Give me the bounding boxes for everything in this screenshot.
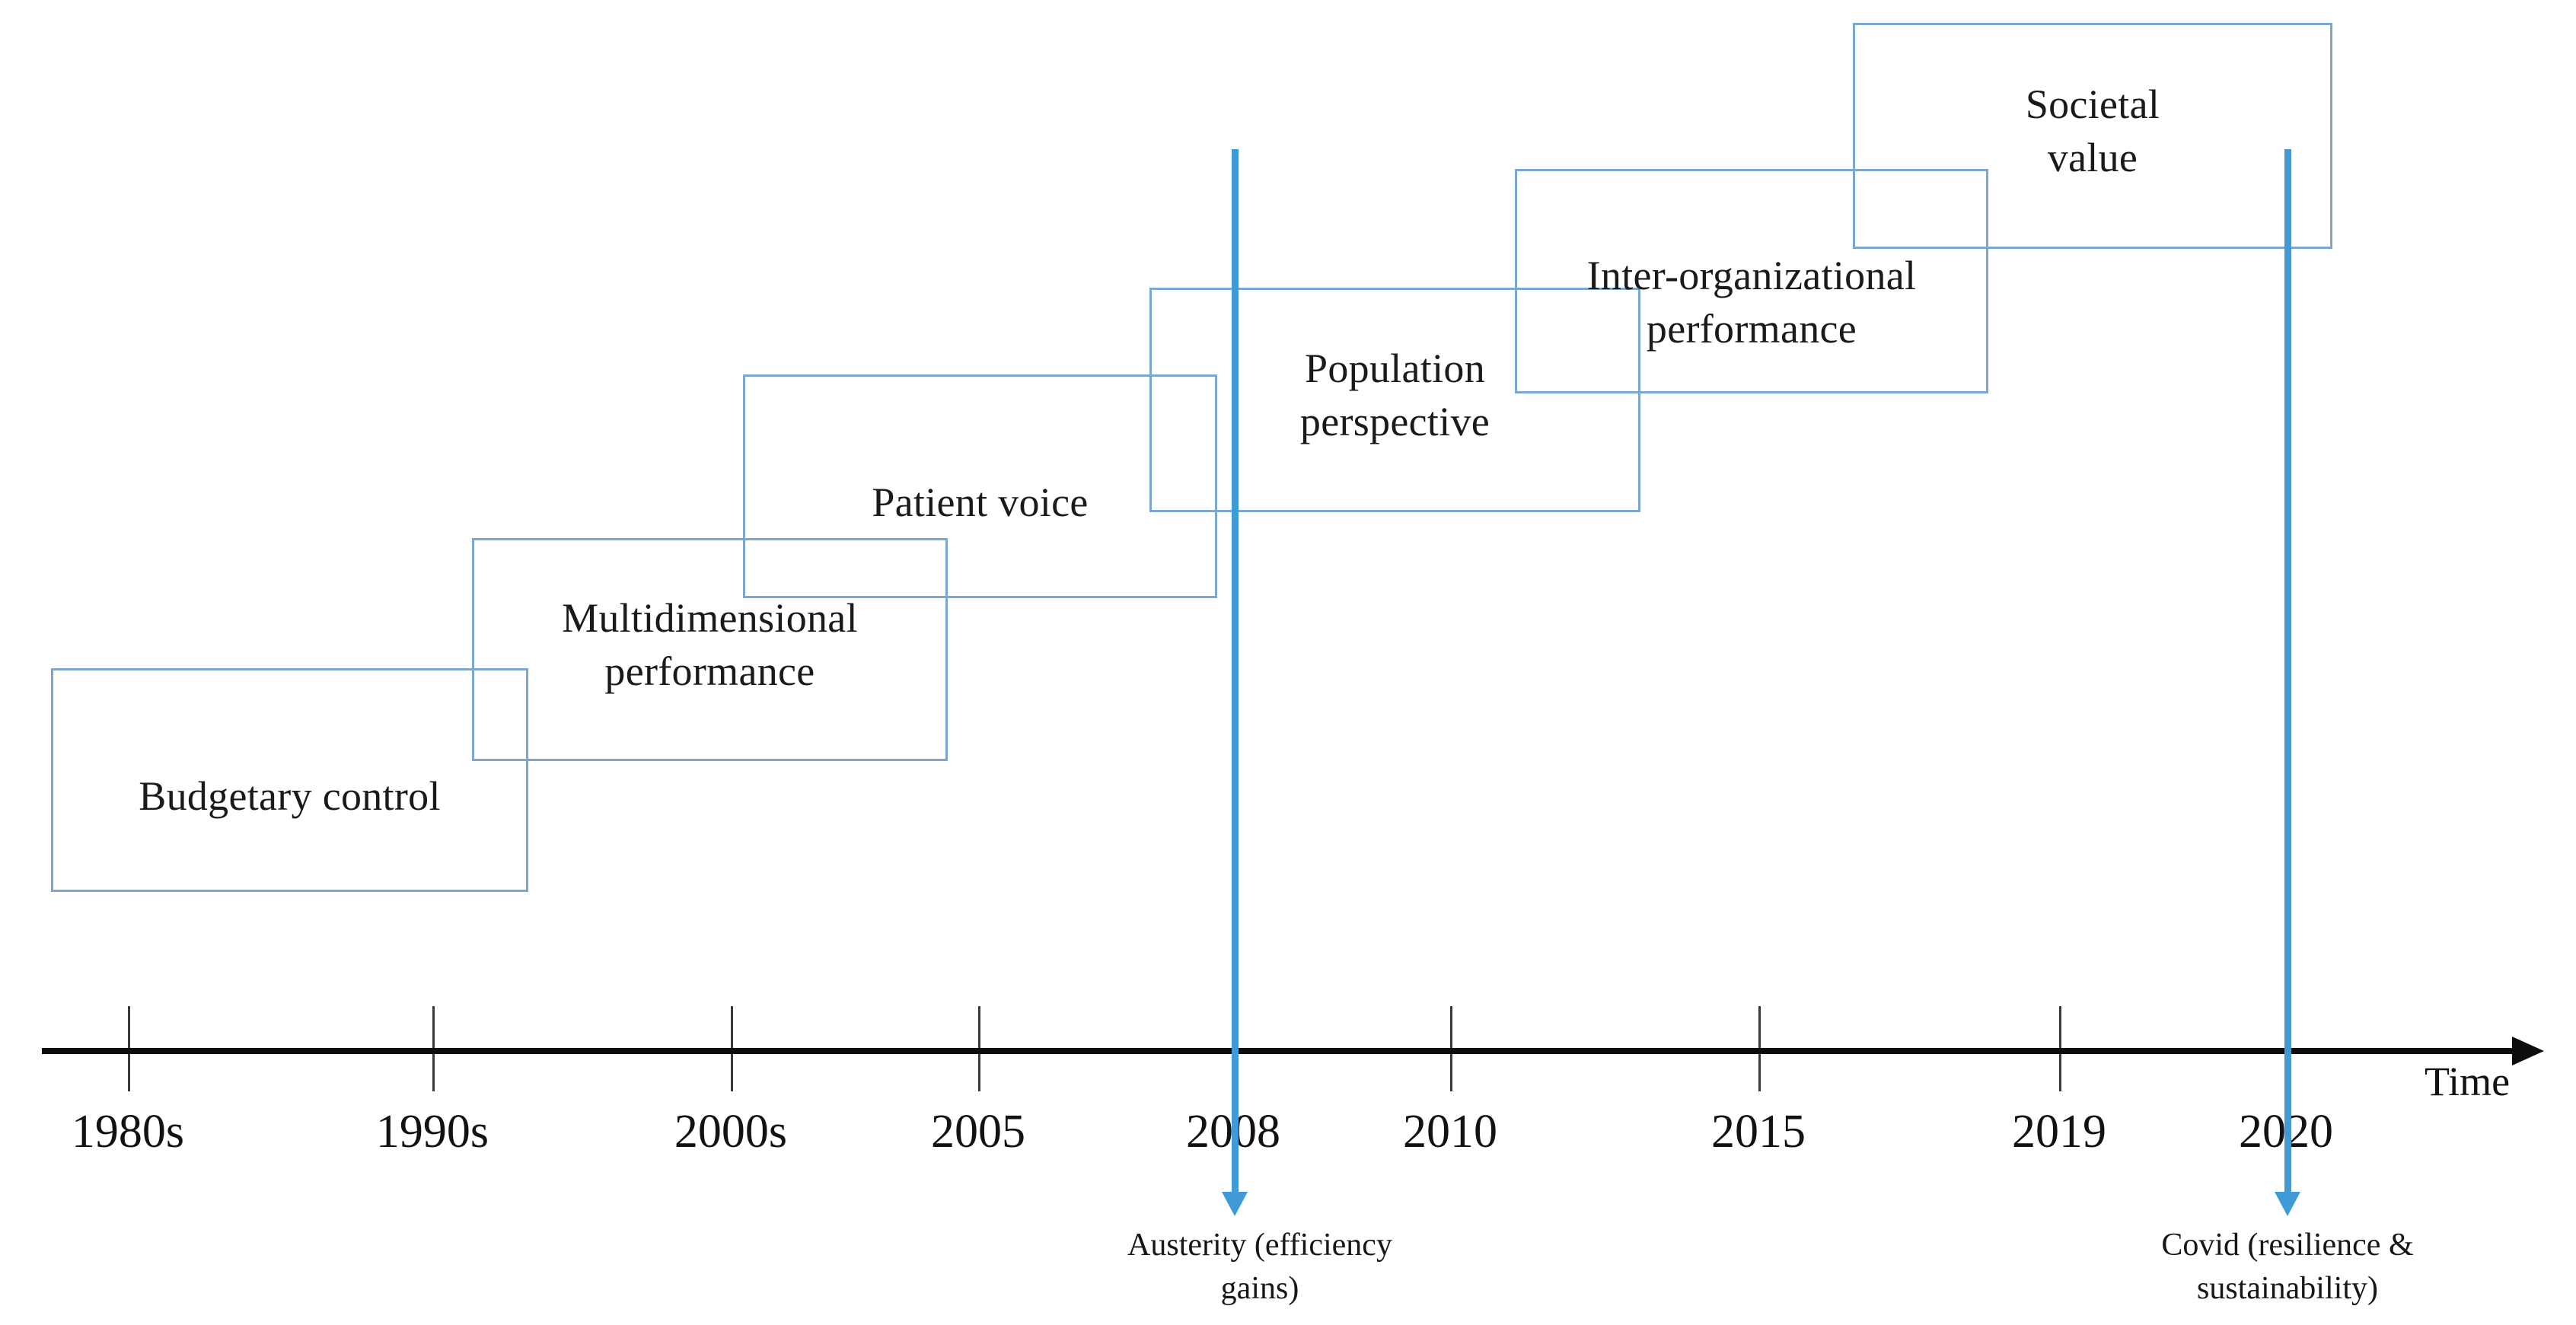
axis-tick-label: 1990s xyxy=(375,1106,489,1158)
concept-box-label: Patient voice xyxy=(872,479,1089,526)
concept-box-label: Budgetary control xyxy=(139,773,441,820)
axis-tick-label: 2019 xyxy=(2012,1106,2106,1158)
concept-box-label: Inter-organizational performance xyxy=(1586,253,1917,352)
event-arrow-covid-arrowhead-icon xyxy=(2275,1192,2300,1216)
concept-box-budgetary-control: Budgetary control xyxy=(51,668,528,892)
time-axis-arrowhead-icon xyxy=(2512,1037,2544,1065)
concept-box-label: Population perspective xyxy=(1299,346,1490,444)
concept-box-patient-voice: Patient voice xyxy=(743,374,1217,598)
event-caption-austerity: Austerity (efficiency gains) xyxy=(1127,1228,1392,1306)
concept-box-label: Societal value xyxy=(2025,81,2160,180)
event-arrow-covid xyxy=(2284,149,2291,1196)
concept-box-societal-value: Societal value xyxy=(1853,23,2332,249)
concept-box-label: Multidimensional performance xyxy=(562,595,858,694)
event-arrow-austerity-arrowhead-icon xyxy=(1222,1192,1248,1216)
axis-tick-label: 2005 xyxy=(931,1106,1025,1158)
concept-box-population-perspective: Population perspective xyxy=(1149,288,1640,512)
time-axis-label: Time xyxy=(2425,1059,2511,1104)
concept-box-multidimensional-performance: Multidimensional performance xyxy=(472,538,948,761)
axis-tick-label: 1980s xyxy=(71,1106,185,1158)
time-axis-line xyxy=(42,1048,2518,1054)
event-caption-covid: Covid (resilience & sustainability) xyxy=(2161,1228,2414,1306)
event-arrow-austerity xyxy=(1232,149,1239,1196)
axis-tick-label: 2010 xyxy=(1403,1106,1497,1158)
axis-tick-label: 2000s xyxy=(674,1106,788,1158)
axis-tick-label: 2015 xyxy=(1711,1106,1806,1158)
concept-box-inter-organizational-performance: Inter-organizational performance xyxy=(1515,169,1988,393)
